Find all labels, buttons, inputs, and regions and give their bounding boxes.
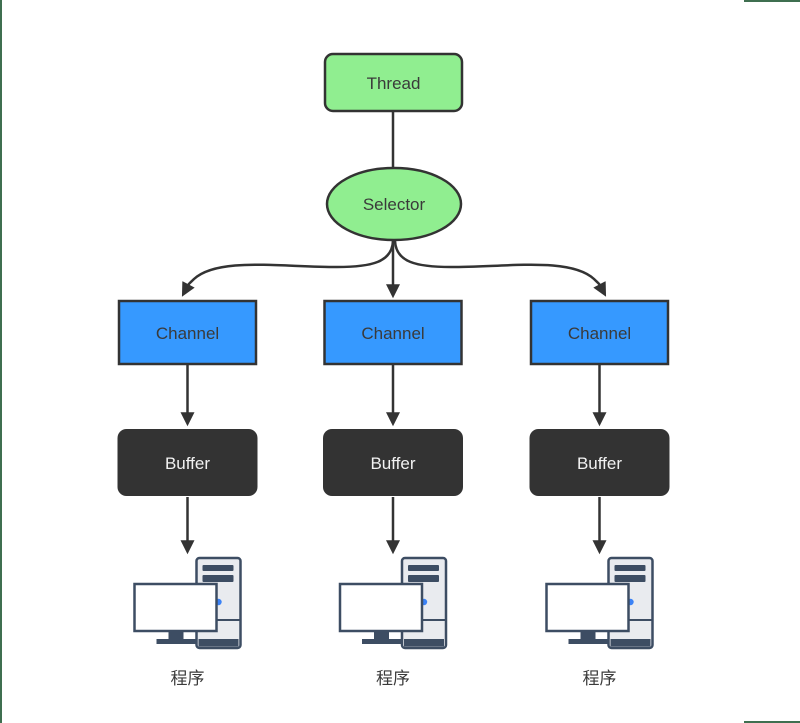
channel-node-box [117, 299, 258, 366]
tower-drive-slot [614, 565, 646, 571]
buffer-node-box [323, 429, 463, 496]
monitor-stand-neck [374, 631, 389, 639]
thread-node-label: Thread [367, 74, 421, 93]
computer-icon [338, 556, 448, 650]
buffer-node-label: Buffer [165, 454, 210, 473]
channel-node-label: Channel [361, 324, 424, 343]
pipeline-column-2: Channel Buffer 程序 [323, 299, 463, 688]
channel-node-label: Channel [156, 324, 219, 343]
connector-selector-channel-right [393, 240, 607, 297]
monitor-stand-base [568, 639, 608, 644]
buffer-node-box [529, 429, 670, 496]
buffer-node-label: Buffer [577, 454, 622, 473]
monitor-stand-base [156, 639, 196, 644]
computer-monitor [338, 582, 424, 633]
monitor-stand-neck [168, 631, 184, 639]
buffer-node-label: Buffer [370, 454, 415, 473]
tower-base-band [610, 639, 651, 647]
program-label: 程序 [376, 669, 410, 688]
computer-monitor [545, 582, 630, 633]
channel-node-box [529, 299, 670, 366]
tower-drive-slot [614, 575, 646, 582]
pipeline-column-1: Channel Buffer 程序 [117, 299, 258, 688]
tower-drive-slot [202, 565, 234, 571]
connector-selector-channel-left [181, 240, 395, 297]
tower-base-band [198, 639, 239, 647]
selector-node-label: Selector [363, 195, 426, 214]
buffer-node-box [117, 429, 258, 496]
tower-drive-slot [408, 565, 439, 571]
channel-node-box [323, 299, 463, 366]
computer-icon [545, 556, 654, 650]
monitor-stand-base [362, 639, 401, 644]
pipeline-column-3: Channel Buffer 程序 [529, 299, 670, 688]
monitor-stand-neck [580, 631, 596, 639]
tower-drive-slot [202, 575, 234, 582]
computer-monitor [133, 582, 218, 633]
computer-icon [133, 556, 242, 650]
program-label: 程序 [171, 669, 205, 688]
channel-node-label: Channel [568, 324, 631, 343]
tower-drive-slot [408, 575, 439, 582]
program-label: 程序 [583, 669, 617, 688]
tower-base-band [404, 639, 444, 647]
